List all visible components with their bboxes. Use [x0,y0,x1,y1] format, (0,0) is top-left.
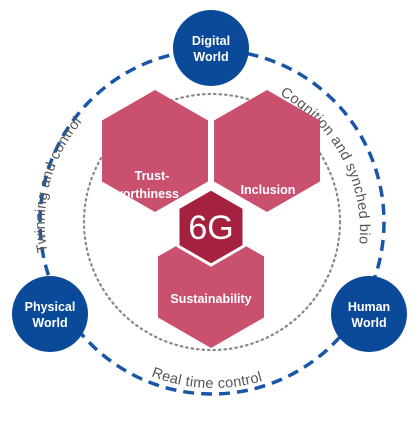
hex-label-trust-line2: worthiness [112,187,179,201]
hex-center-6g [176,187,246,267]
node-human-line1: Human [348,300,390,314]
hex-label-sustainability: Sustainability [170,292,251,306]
node-digital-line2: World [193,50,228,64]
hex-label-trust-line1: Trust- [135,169,170,183]
node-physical-line1: Physical [25,300,76,314]
arc-label-twinning: Twinning and control [33,114,86,254]
node-digital-world [173,10,249,86]
hex-label-inclusion: Inclusion [241,183,296,197]
node-physical-world [12,276,88,352]
hex-sustainability [158,226,264,348]
inner-dotted-ring [82,92,342,352]
node-physical-line2: World [32,316,67,330]
hex-inclusion [214,90,320,212]
hex-trustworthiness [102,90,208,212]
node-digital-line1: Digital [192,34,230,48]
node-human-world [331,276,407,352]
center-label-6g: 6G [188,209,233,247]
node-human-line2: World [351,316,386,330]
